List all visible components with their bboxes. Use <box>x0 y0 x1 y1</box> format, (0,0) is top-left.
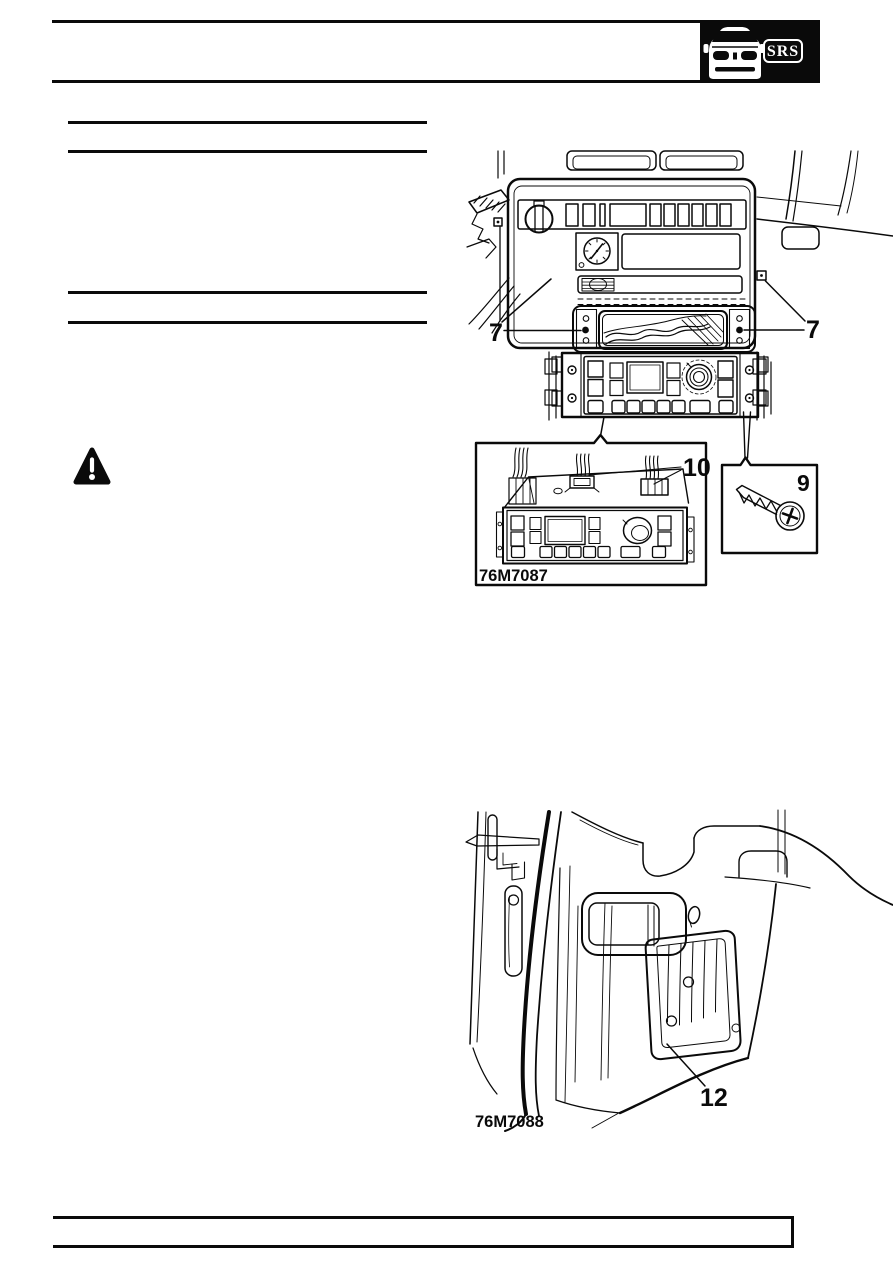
top-vents <box>566 150 744 171</box>
clock <box>575 232 619 271</box>
storage-tray <box>572 305 756 353</box>
section-rule-2 <box>68 150 427 153</box>
inset-connectors: 10 <box>474 433 711 587</box>
unit-front-view <box>495 506 695 565</box>
section-rule-4 <box>68 321 427 324</box>
callout-7-left: 7 <box>489 278 582 347</box>
section-rule-3 <box>68 291 427 294</box>
header-rule-top <box>52 20 700 23</box>
warning-triangle-icon <box>73 447 111 485</box>
callout-7-left-label: 7 <box>489 319 503 347</box>
figure-code-76M7087: 76M7087 <box>479 567 548 585</box>
dash-surround-right <box>752 150 893 421</box>
inset-screw: 9 <box>720 456 819 555</box>
vent-opening <box>581 892 701 956</box>
footer-box <box>53 1216 794 1248</box>
footwell-diagram: 12 76M7088 <box>465 809 893 1132</box>
callout-7-right: 7 <box>743 280 820 344</box>
switch-blanks-row <box>565 203 732 227</box>
callout-12: 12 <box>591 1043 728 1129</box>
section-rule-1 <box>68 121 427 124</box>
rotary-light-switch <box>524 200 554 234</box>
trim-panel-body <box>555 865 750 1115</box>
header-rule-bottom <box>52 80 820 83</box>
footrest-panel <box>644 929 742 1061</box>
dashboard-diagram: 7 7 <box>466 150 893 587</box>
unit-top-view <box>503 447 690 509</box>
callout-9-label: 9 <box>797 470 810 496</box>
callout-10-label: 10 <box>683 454 711 482</box>
vehicle-front-icon <box>703 27 765 79</box>
callout-7-right-label: 7 <box>806 316 820 344</box>
callout-12-label: 12 <box>700 1084 728 1112</box>
srs-header-box: SRS <box>700 20 820 83</box>
vehicle-front-icon-shapes <box>703 27 765 79</box>
a-pillar-trim <box>504 810 562 1132</box>
screw-drawing <box>735 484 805 531</box>
door-frame <box>465 811 540 1095</box>
figure-code-76M7088: 76M7088 <box>475 1113 544 1131</box>
dash-underside <box>571 809 893 1059</box>
srs-badge: SRS <box>763 39 803 63</box>
dash-surround-left <box>466 150 558 421</box>
radio-aperture <box>621 233 741 270</box>
control-unit <box>551 351 769 459</box>
heater-vent-band <box>577 275 747 305</box>
